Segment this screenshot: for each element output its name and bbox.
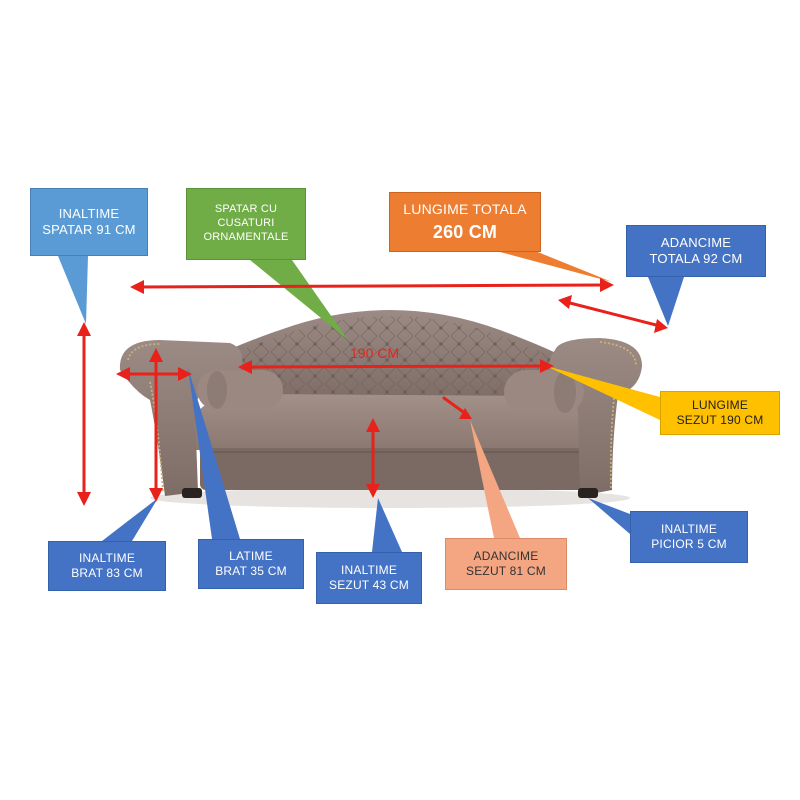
arrow-lungime-totala xyxy=(130,278,614,294)
callout-lungime-sezut-line1: LUNGIME xyxy=(691,398,749,412)
sofa-seat xyxy=(195,394,590,450)
callout-lungime-totala: LUNGIME TOTALA 260 CM xyxy=(389,192,541,252)
sofa-base xyxy=(200,448,590,490)
callout-lungime-totala-line1: LUNGIME TOTALA xyxy=(403,200,527,217)
callout-inaltime-picior-line2: PICIOR 5 CM xyxy=(651,537,727,551)
callout-latime-brat-line1: LATIME xyxy=(229,549,273,563)
callout-inaltime-sezut-line2: SEZUT 43 CM xyxy=(329,578,409,592)
callout-adancime-sezut-line1: ADANCIME xyxy=(473,549,539,563)
dimension-190-label: 190 CM xyxy=(350,345,400,361)
sofa-left-arm-piping xyxy=(127,343,164,493)
callout-lungime-sezut: LUNGIME SEZUT 190 CM xyxy=(660,391,780,435)
callout-adancime-sezut-line2: SEZUT 81 CM xyxy=(466,564,546,578)
callout-spatar-cusaturi-line3: ORNAMENTALE xyxy=(203,230,289,243)
callout-adancime-sezut: ADANCIME SEZUT 81 CM xyxy=(445,538,567,590)
callout-inaltime-spatar-line2: SPATAR 91 CM xyxy=(42,222,136,237)
pointer-adancime-sezut xyxy=(470,420,520,538)
callout-adancime-totala: ADANCIME TOTALA 92 CM xyxy=(626,225,766,277)
pointer-inaltime-picior xyxy=(588,498,630,534)
sofa-right-arm-piping xyxy=(599,341,637,489)
arrow-adancime-sezut xyxy=(442,396,472,419)
callout-latime-brat: LATIME BRAT 35 CM xyxy=(198,539,304,589)
arrow-lungime-sezut xyxy=(238,359,554,374)
pointer-inaltime-sezut xyxy=(372,498,402,552)
arrow-inaltime-sezut xyxy=(366,418,380,498)
pointer-inaltime-brat xyxy=(102,498,158,541)
sofa-left-foot xyxy=(182,488,202,498)
pointer-adancime-totala xyxy=(648,277,684,326)
pointer-spatar-cusaturi xyxy=(250,260,348,340)
sofa-backrest-tufting xyxy=(215,316,552,395)
callout-inaltime-sezut-line1: INALTIME xyxy=(340,563,398,577)
left-bolster-end xyxy=(207,371,227,409)
callout-lungime-totala-line2: 260 CM xyxy=(432,222,498,242)
sofa-illustration xyxy=(119,310,642,508)
callout-adancime-totala-line2: TOTALA 92 CM xyxy=(649,251,743,266)
callout-spatar-cusaturi-line1: SPATAR CU xyxy=(214,203,278,216)
callout-inaltime-picior: INALTIME PICIOR 5 CM xyxy=(630,511,748,563)
arrow-adancime-totala xyxy=(558,295,668,333)
callout-inaltime-brat: INALTIME BRAT 83 CM xyxy=(48,541,166,591)
callout-spatar-cusaturi-line2: CUSATURI xyxy=(217,217,275,230)
callout-inaltime-spatar: INALTIME SPATAR 91 CM xyxy=(30,188,148,256)
sofa-right-foot xyxy=(578,488,598,498)
pointer-lungime-sezut xyxy=(546,366,660,420)
callout-spatar-cusaturi: SPATAR CU CUSATURI ORNAMENTALE xyxy=(186,188,306,260)
arrow-inaltime-brat xyxy=(149,348,163,502)
pointer-latime-brat xyxy=(188,368,240,539)
callout-inaltime-spatar-line1: INALTIME xyxy=(58,205,120,221)
callout-latime-brat-line2: BRAT 35 CM xyxy=(215,564,287,578)
callout-inaltime-sezut: INALTIME SEZUT 43 CM xyxy=(316,552,422,604)
pointer-inaltime-spatar xyxy=(58,256,88,324)
callout-inaltime-picior-line1: INALTIME xyxy=(660,522,718,536)
right-bolster-end xyxy=(554,371,576,413)
callout-adancime-totala-line1: ADANCIME xyxy=(660,234,732,250)
arrow-inaltime-spatar xyxy=(77,322,91,506)
dimension-arrows xyxy=(77,278,668,506)
callout-lungime-sezut-line2: SEZUT 190 CM xyxy=(676,413,764,427)
sofa-shadow xyxy=(150,488,630,508)
callout-inaltime-brat-line1: INALTIME xyxy=(78,551,136,565)
arrow-latime-brat xyxy=(116,367,192,381)
callout-inaltime-brat-line2: BRAT 83 CM xyxy=(71,566,143,580)
